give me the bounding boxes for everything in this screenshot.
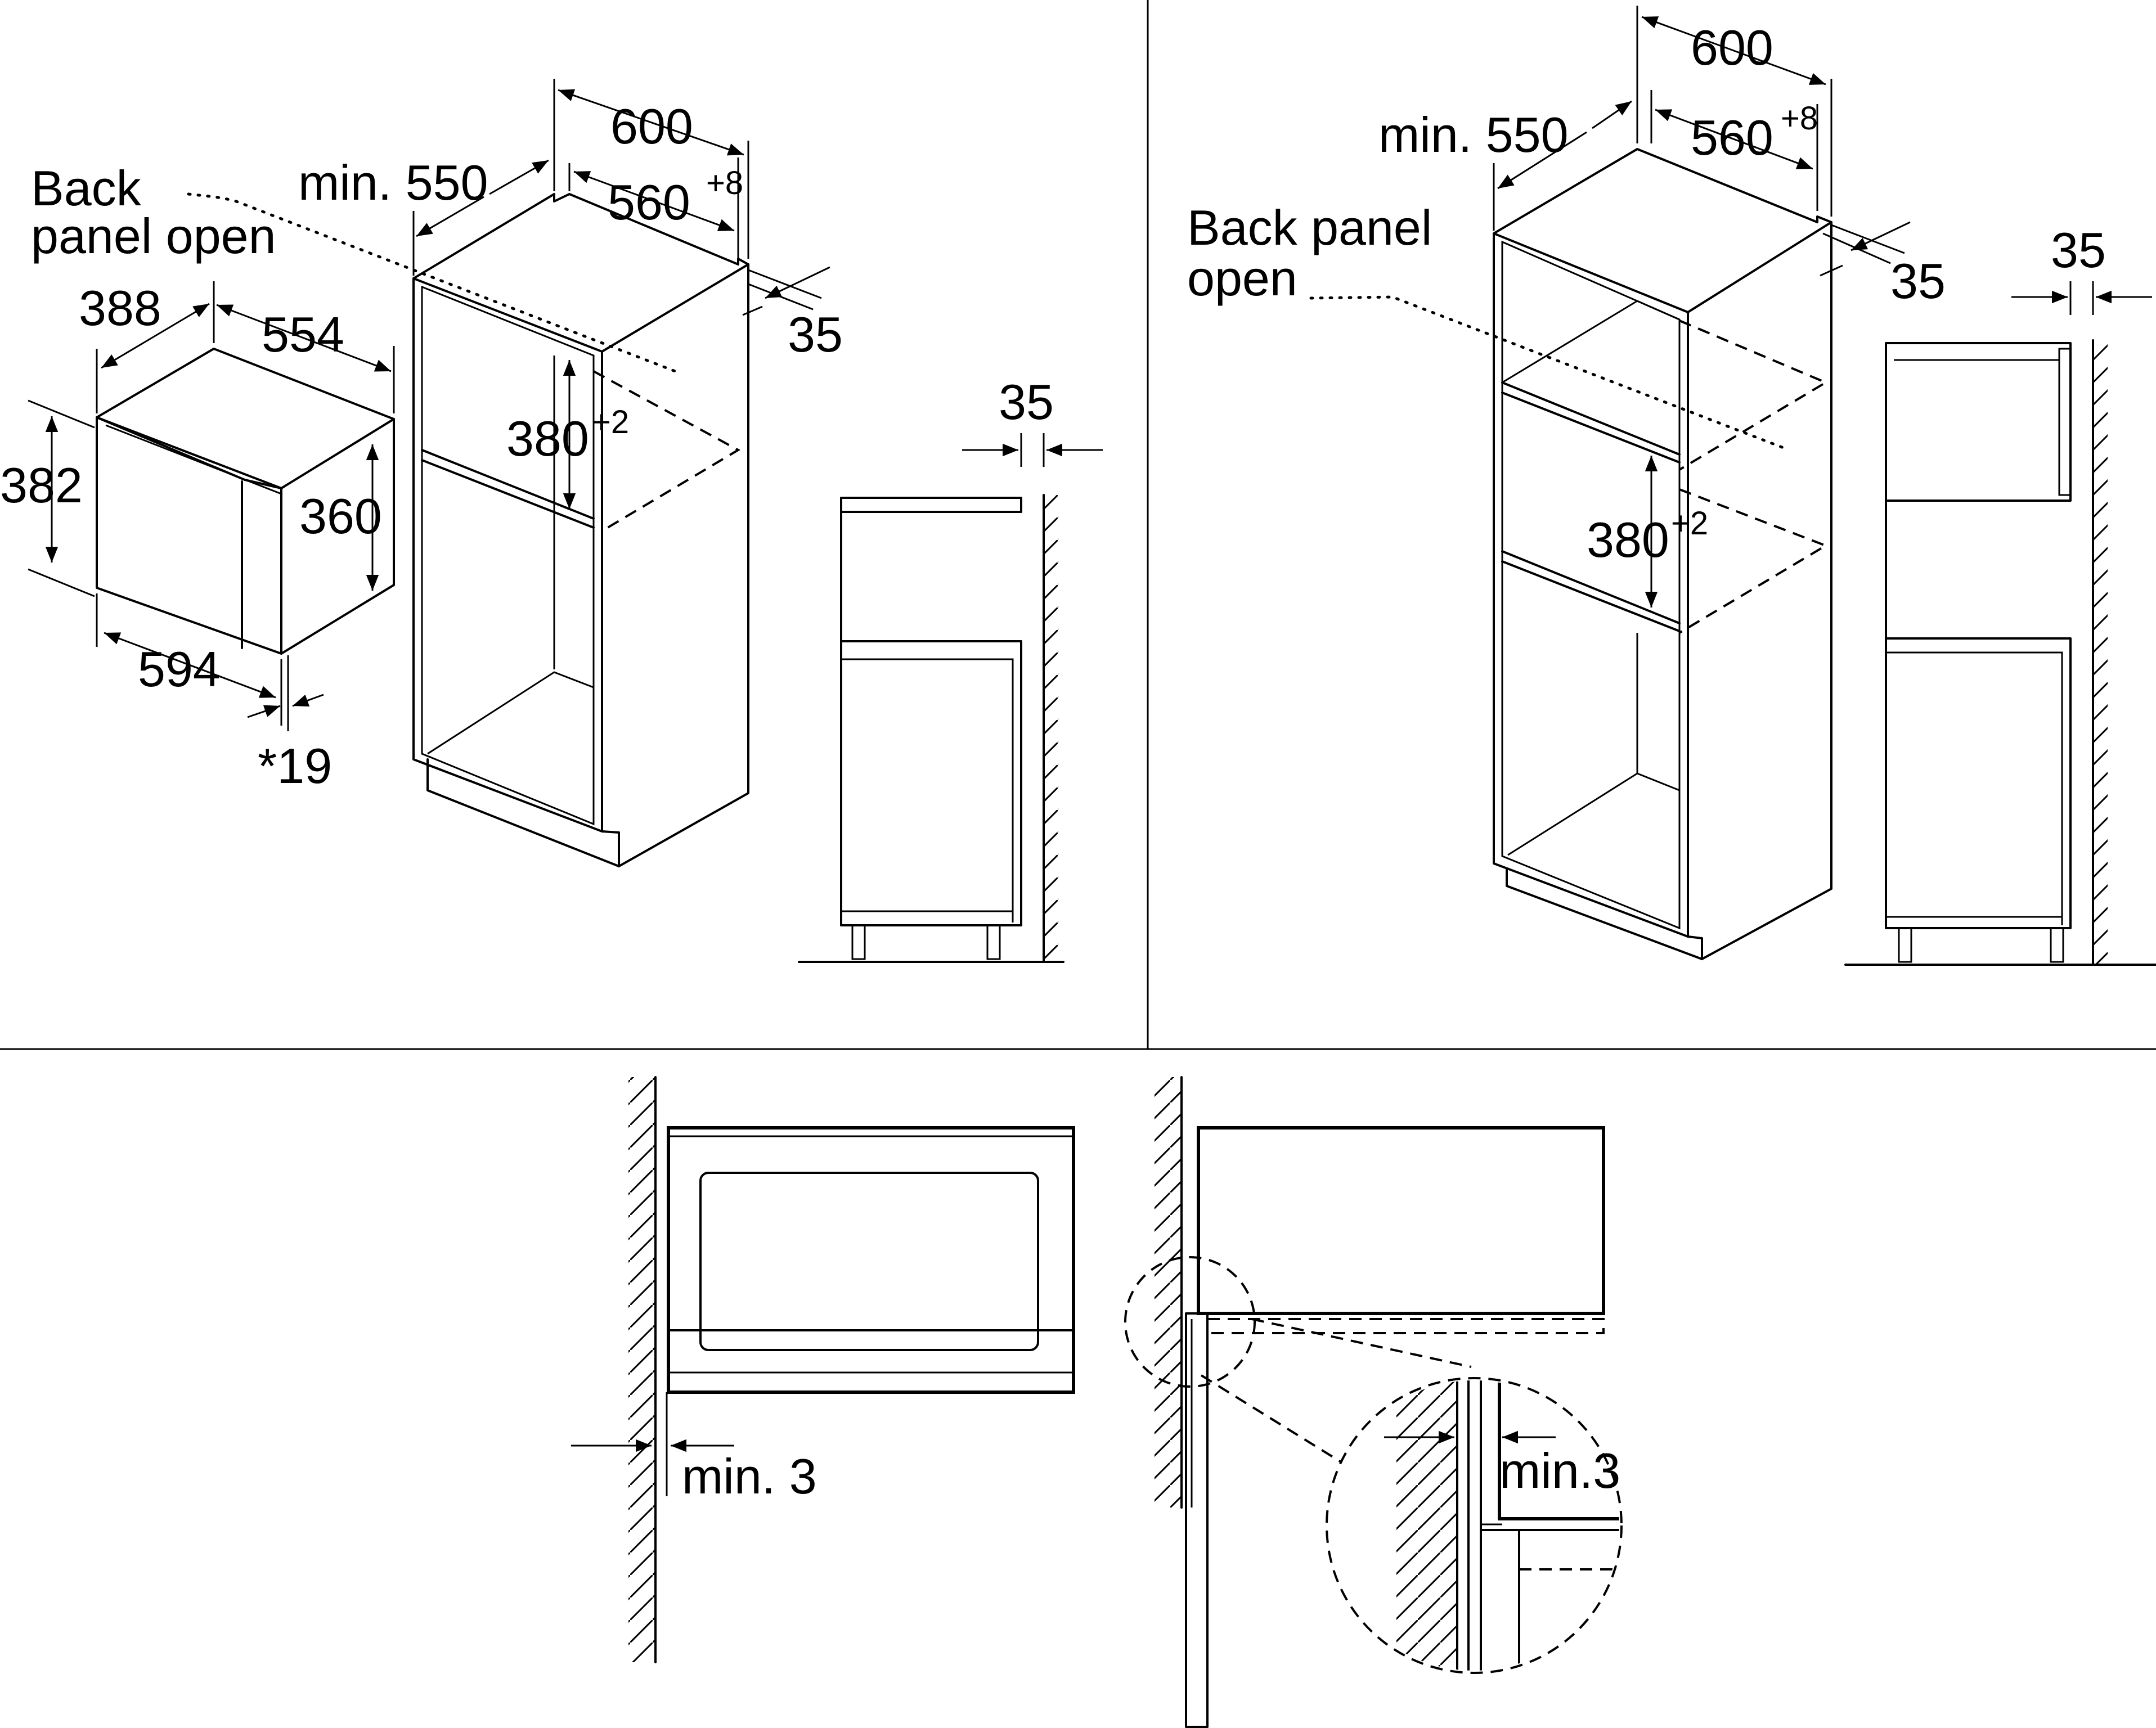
dim-360: 360: [299, 488, 382, 544]
appliance-dimensions: [28, 281, 395, 731]
dim-380-right: 380: [1587, 512, 1669, 568]
back-panel-label-line2: panel open: [31, 208, 276, 264]
dim-35-side-right: 35: [2051, 222, 2106, 278]
dim-554: 554: [262, 307, 344, 362]
dim-594: 594: [138, 641, 221, 697]
back-panel-label-right-line1: Back panel: [1187, 200, 1432, 255]
dim-600-left: 600: [610, 98, 693, 154]
dim-35-side-left: 35: [999, 374, 1054, 430]
dim-35-top-right: 35: [1890, 253, 1946, 309]
dim-min-550-right: min. 550: [1378, 107, 1569, 163]
front-view-flush: [571, 1076, 1075, 1663]
dim-560-left: 560: [608, 174, 690, 230]
tall-cabinet-left-dimensions: [412, 79, 830, 509]
side-view-right: [1844, 281, 2156, 966]
side-view-left: [798, 433, 1103, 963]
detail-contents: [1384, 1380, 1619, 1671]
dim-600-right: 600: [1691, 20, 1773, 75]
dim-min-550-left: min. 550: [298, 155, 488, 210]
appliance-3d-view: [96, 348, 395, 655]
back-panel-pointer: [187, 192, 677, 373]
back-panel-label-right-line2: open: [1187, 250, 1297, 306]
side-view-detail: [1124, 1076, 1623, 1728]
dim-35-top-left: 35: [788, 307, 843, 362]
back-panel-pointer-right: [1309, 295, 1791, 452]
tall-cabinet-left: [412, 193, 749, 867]
panel-dividers: [0, 0, 2156, 1050]
dim-560-tolerance-left: +8: [706, 165, 743, 201]
back-panel-label-line1: Back: [31, 160, 142, 216]
dim-560-tolerance-right: +8: [1781, 100, 1818, 137]
dim-min-3-front: min. 3: [682, 1448, 817, 1504]
dim-19: *19: [258, 738, 332, 794]
dim-382: 382: [0, 457, 83, 513]
tall-cabinet-right: [1493, 148, 1832, 960]
dim-380-tolerance-right: +2: [1671, 505, 1708, 542]
dim-380-tolerance-left: +2: [592, 404, 629, 440]
dim-560-right: 560: [1691, 110, 1773, 165]
dim-388: 388: [79, 280, 161, 336]
dim-380-left: 380: [506, 411, 589, 466]
tall-cabinet-right-dimensions: [1493, 6, 1911, 608]
dim-min-3-detail: min.3: [1499, 1443, 1620, 1498]
